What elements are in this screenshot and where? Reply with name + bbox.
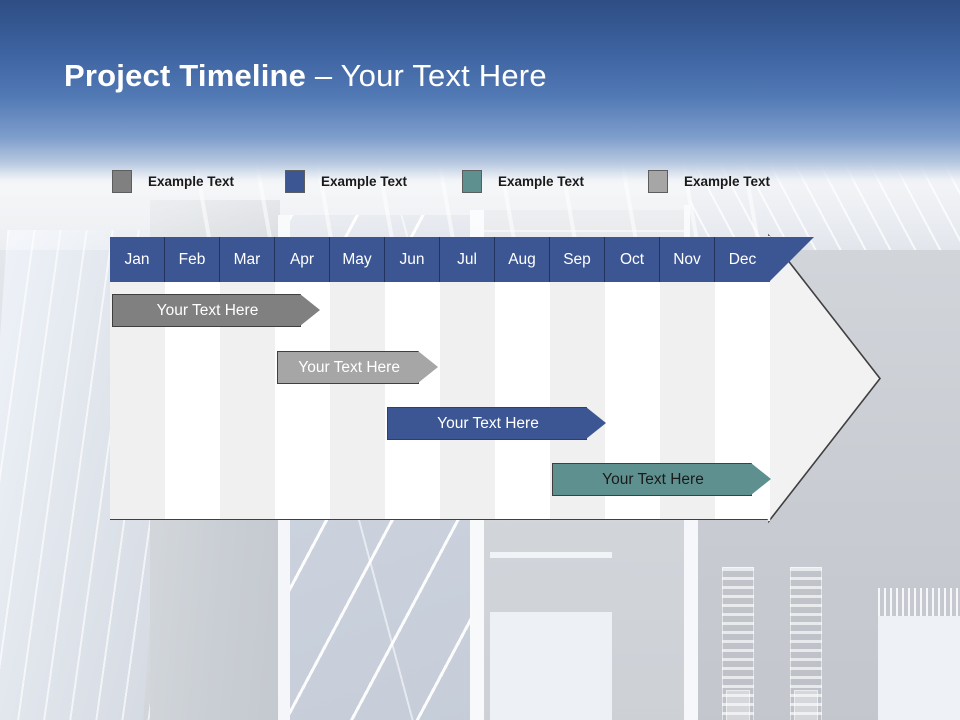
month-cell-feb[interactable]: Feb <box>165 237 220 282</box>
title-banner <box>0 0 960 185</box>
month-cell-apr[interactable]: Apr <box>275 237 330 282</box>
legend-swatch-2 <box>285 170 305 193</box>
task-bar-arrowhead-3 <box>586 407 606 439</box>
page-title: Project Timeline – Your Text Here <box>64 58 547 94</box>
task-bar-label-2: Your Text Here <box>298 358 400 376</box>
legend-label-4: Example Text <box>684 174 771 189</box>
page-title-separator: – <box>306 58 341 93</box>
bg-interior-rail <box>490 552 612 558</box>
month-cell-dec[interactable]: Dec <box>715 237 770 282</box>
task-bar-3[interactable]: Your Text Here <box>387 407 607 440</box>
page-title-light: Your Text Here <box>340 58 547 93</box>
page-title-bold: Project Timeline <box>64 58 307 93</box>
month-cell-sep[interactable]: Sep <box>550 237 605 282</box>
month-cell-jan[interactable]: Jan <box>110 237 165 282</box>
task-bar-body-1 <box>112 294 301 327</box>
task-bar-arrowhead-4 <box>751 463 771 495</box>
legend-item-4[interactable]: Example Text <box>648 170 770 193</box>
task-bar-label-3: Your Text Here <box>437 414 539 432</box>
legend-label-2: Example Text <box>321 174 408 189</box>
legend-item-3[interactable]: Example Text <box>462 170 584 193</box>
task-bar-label-1: Your Text Here <box>156 301 259 319</box>
task-bar-label-4: Your Text Here <box>602 470 704 488</box>
month-cell-nov[interactable]: Nov <box>660 237 715 282</box>
task-bar-arrowhead-1 <box>300 294 320 326</box>
task-bar-body-3 <box>387 407 587 440</box>
task-bar-body-2 <box>277 351 420 384</box>
bg-interior-slab <box>490 612 612 720</box>
column-stripe-jul <box>440 282 495 519</box>
task-bar-4[interactable]: Your Text Here <box>552 463 772 496</box>
month-cell-oct[interactable]: Oct <box>605 237 660 282</box>
bg-louver-panel <box>790 567 822 720</box>
month-cell-may[interactable]: May <box>330 237 385 282</box>
legend-label-1: Example Text <box>148 174 235 189</box>
task-bar-body-4 <box>552 463 752 496</box>
task-bar-arrowhead-2 <box>418 351 439 383</box>
legend-item-1[interactable]: Example Text <box>112 170 234 193</box>
month-cell-jun[interactable]: Jun <box>385 237 440 282</box>
bg-far-slab <box>878 616 960 720</box>
bg-louver-panel <box>726 690 750 720</box>
task-bar-2[interactable]: Your Text Here <box>277 351 439 384</box>
bg-louver-panel <box>722 567 754 720</box>
legend-item-2[interactable]: Example Text <box>285 170 407 193</box>
month-cell-jul[interactable]: Jul <box>440 237 495 282</box>
task-bar-1[interactable]: Your Text Here <box>112 294 321 327</box>
legend-swatch-4 <box>648 170 668 193</box>
legend-swatch-3 <box>462 170 482 193</box>
column-stripe-may <box>330 282 385 519</box>
bg-far-railing <box>878 588 960 616</box>
month-cell-mar[interactable]: Mar <box>220 237 275 282</box>
month-header-arrow-corner <box>769 237 814 282</box>
month-cell-aug[interactable]: Aug <box>495 237 550 282</box>
legend-swatch-1 <box>112 170 132 193</box>
column-stripe-aug <box>495 282 550 519</box>
column-stripe-jun <box>385 282 440 519</box>
legend-label-3: Example Text <box>498 174 585 189</box>
bg-louver-panel <box>794 690 818 720</box>
